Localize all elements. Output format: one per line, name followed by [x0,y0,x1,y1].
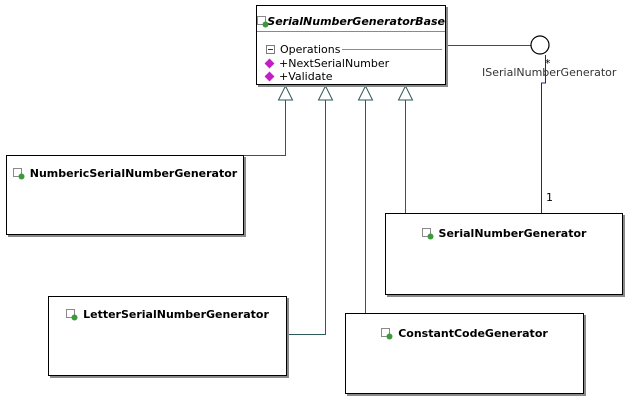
class-title: SerialNumberGenerator [386,227,622,240]
class-icon [12,168,25,180]
association-line [541,55,546,213]
class-title: SerialNumberGeneratorBase [257,15,445,28]
class-name: ConstantCodeGenerator [398,327,548,340]
class-title: ConstantCodeGenerator [346,327,583,340]
operation-validate[interactable]: +Validate [264,70,333,83]
base-class-name: SerialNumberGeneratorBase [267,15,445,28]
class-title: NumbericSerialNumberGenerator [7,167,243,180]
class-icon [66,309,78,321]
lollipop-interface-icon [530,35,550,55]
multiplicity-star: * [545,57,551,70]
class-box-serial-number-generator-base[interactable]: SerialNumberGeneratorBase Operations +Ne… [256,5,446,85]
class-box-numeric-serial-number-generator[interactable]: NumbericSerialNumberGenerator [6,155,244,235]
multiplicity-one: 1 [546,191,553,204]
operation-label: +NextSerialNumber [279,57,390,70]
class-box-serial-number-generator[interactable]: SerialNumberGenerator [385,213,623,295]
inheritance-arrowhead [397,84,414,101]
class-title: LetterSerialNumberGenerator [49,308,286,321]
compartment-rule [342,49,443,50]
class-name: SerialNumberGenerator [438,227,587,240]
inheritance-arrowhead [357,84,374,101]
class-box-constant-code-generator[interactable]: ConstantCodeGenerator [345,313,584,394]
class-icon [257,16,269,28]
inheritance-line-letter [287,100,326,335]
class-icon [421,228,434,240]
class-box-letter-serial-number-generator[interactable]: LetterSerialNumberGenerator [48,296,287,376]
interface-label: ISerialNumberGenerator [482,66,617,79]
title-divider [257,31,445,32]
inheritance-arrowhead [277,84,294,101]
class-icon [381,328,393,340]
inheritance-arrowhead [317,84,334,101]
inheritance-line-numeric [244,100,286,156]
operations-compartment-header[interactable]: Operations [266,43,443,56]
operation-next-serial-number[interactable]: +NextSerialNumber [264,57,389,70]
collapse-minus-icon[interactable] [266,45,275,54]
method-icon [264,58,275,69]
operation-label: +Validate [279,70,333,83]
class-name: LetterSerialNumberGenerator [83,308,269,321]
operations-label: Operations [280,43,341,56]
class-name: NumbericSerialNumberGenerator [29,167,238,180]
method-icon [264,71,275,82]
